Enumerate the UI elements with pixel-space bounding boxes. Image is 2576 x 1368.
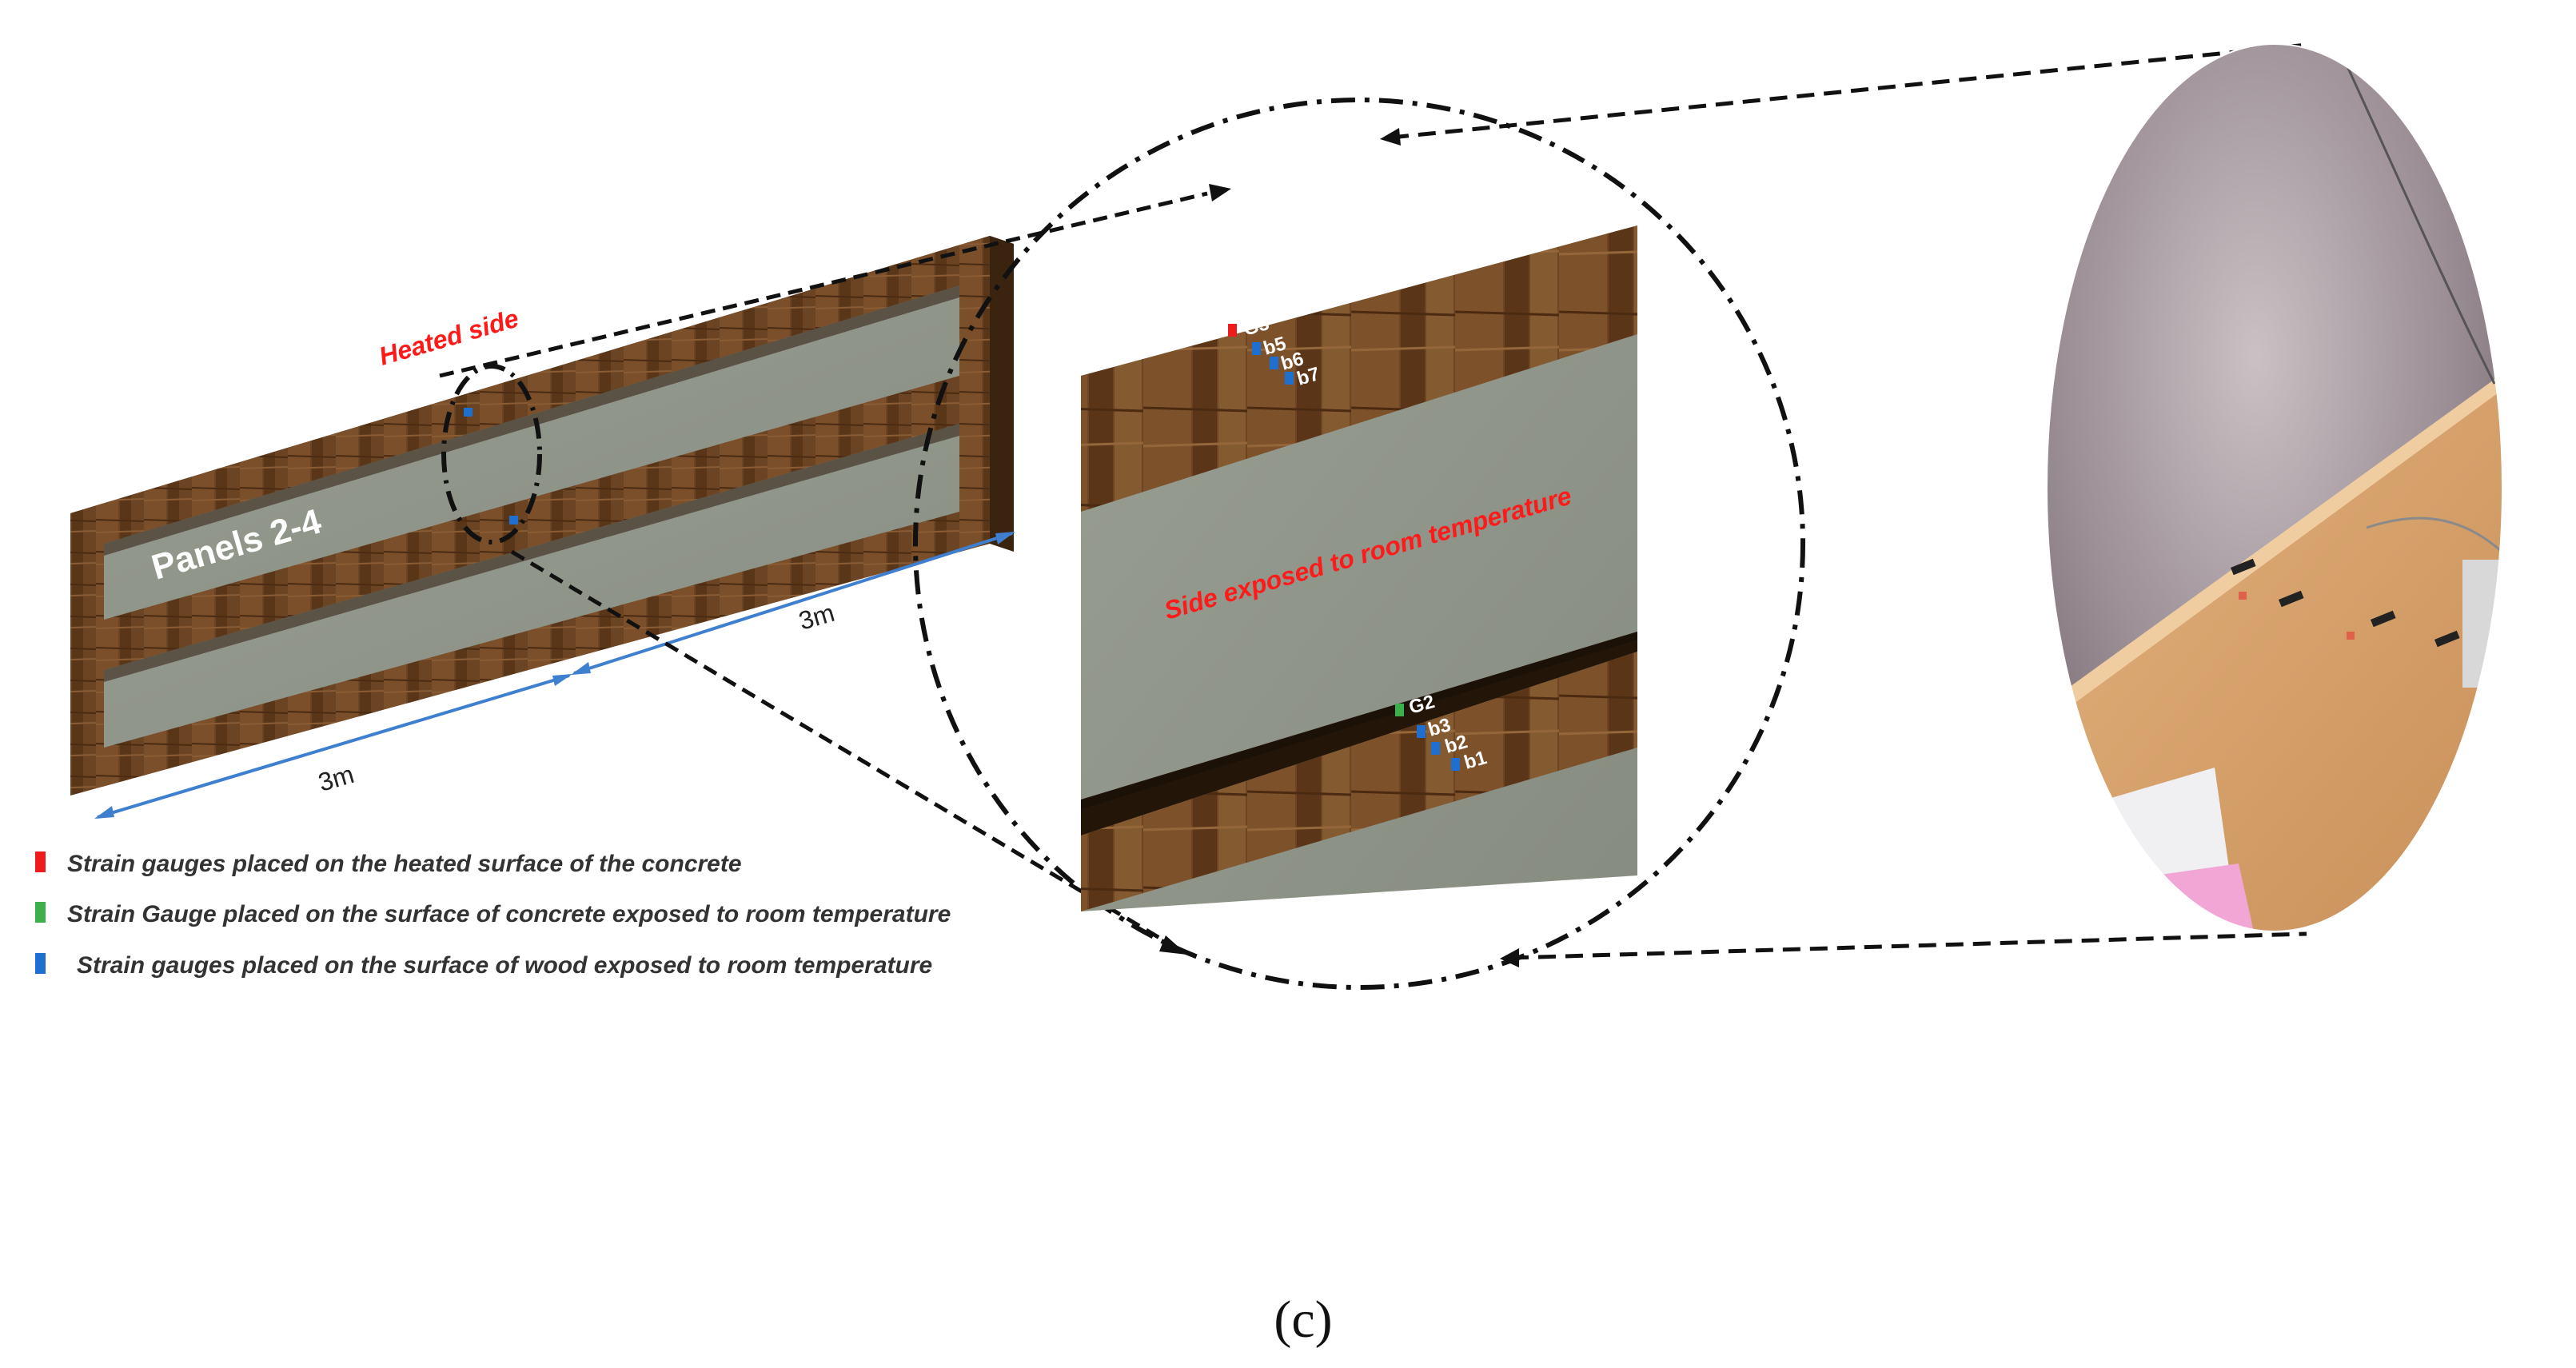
- zoom-gauge-red: [1228, 324, 1237, 337]
- zoom-gauge-green: [1395, 704, 1404, 716]
- dimension-label-bottom: 3m: [315, 760, 357, 797]
- panel-3d-model: [70, 236, 1014, 796]
- panel-concrete-lower: [104, 424, 959, 748]
- zoom-view: G3 b5 b6 b7 Side exposed to room tempera…: [913, 98, 1805, 990]
- legend: Strain gauges placed on the heated surfa…: [35, 851, 951, 979]
- photo-gauge-1: [2231, 558, 2256, 576]
- heated-side-label: Heated side: [376, 304, 522, 371]
- legend-text-blue: Strain gauges placed on the surface of w…: [77, 952, 932, 979]
- zoom-gauge-b7: [1285, 372, 1294, 385]
- photo-gauge-2: [2279, 590, 2304, 608]
- legend-swatch-green: [35, 902, 46, 923]
- dimension-label-right: 3m: [796, 598, 838, 636]
- zoom-circle: [913, 98, 1805, 990]
- panel-right-face: [990, 236, 1014, 552]
- photo-oval-border: [2046, 43, 2503, 932]
- connector-lines-right: [1380, 42, 2307, 967]
- panel-gauge-blue-1: [464, 408, 473, 417]
- zoom-gauge-b3: [1417, 725, 1426, 738]
- zoom-wood-top: [1081, 225, 1637, 512]
- photo-wood-edge: [2047, 368, 2502, 724]
- zoom-gauge-b2: [1431, 742, 1440, 755]
- panel-concrete-upper: [104, 285, 959, 620]
- photo-inset: [2047, 44, 2502, 931]
- legend-text-green: Strain Gauge placed on the surface of co…: [67, 901, 951, 927]
- legend-text-red: Strain gauges placed on the heated surfa…: [67, 851, 742, 877]
- zoom-wood-bottom: [1081, 652, 1637, 911]
- photo-cable: [2341, 55, 2496, 385]
- zoom-wood-bottom-shadow: [1081, 632, 1637, 809]
- panel-focus-ellipse: [441, 364, 542, 544]
- zoom-gauge-b5: [1252, 342, 1261, 355]
- panel-inner-shadow-2: [104, 424, 959, 682]
- panel-inner-shadow: [104, 285, 959, 556]
- panel-gauge-blue-2: [509, 516, 518, 524]
- dimension-line-bottom: [94, 674, 572, 819]
- photo-terminal: [2462, 560, 2502, 688]
- legend-swatch-blue: [35, 953, 46, 974]
- dimension-line-right: [571, 532, 1015, 675]
- zoom-wood-bottom-dark: [1081, 632, 1637, 836]
- legend-swatch-red: [35, 852, 46, 872]
- photo-gauge-4: [2434, 630, 2460, 648]
- figure-caption: (c): [1274, 1290, 1332, 1349]
- zoom-gauge-b6: [1270, 357, 1278, 369]
- photo-gauge-3: [2371, 610, 2396, 628]
- zoom-gauge-b1: [1451, 758, 1460, 771]
